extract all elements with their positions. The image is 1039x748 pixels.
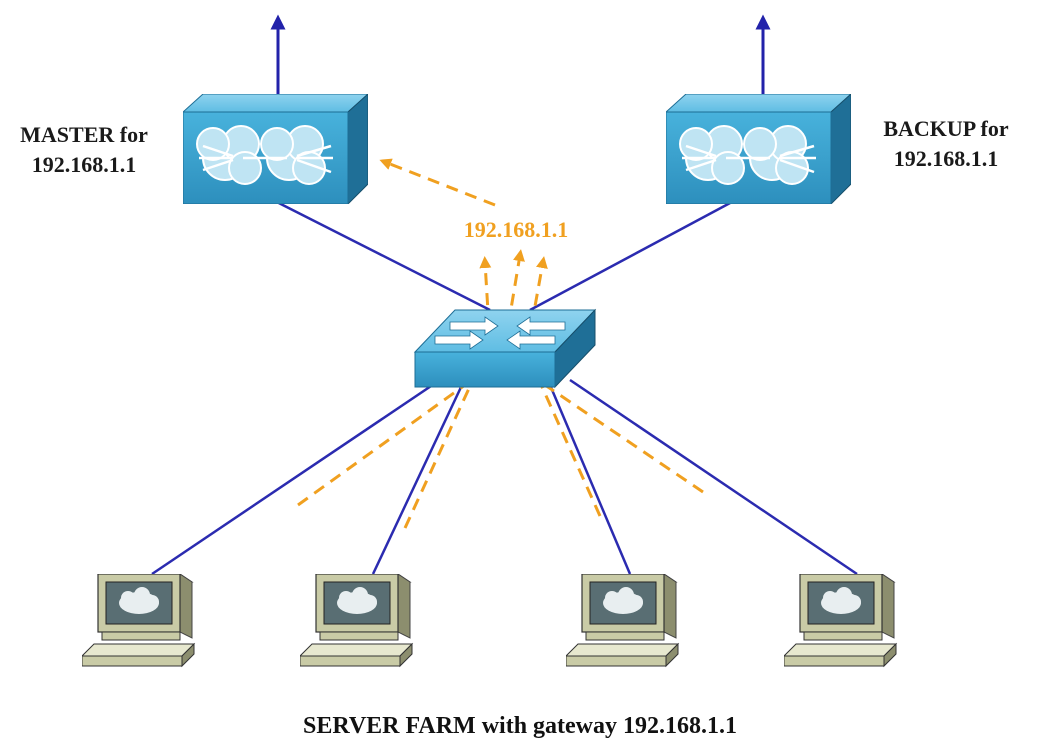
master-router-icon [183,94,368,204]
backup-switch-link [529,193,746,312]
server-workstation-icon [82,574,195,667]
backup-router-icon [666,94,851,204]
server4-switch-link [569,378,858,576]
server1-switch-link [151,378,441,576]
gateway-traffic-lines [297,158,704,529]
switch-icon [413,308,597,389]
server-workstation-icon [566,574,679,667]
master-label-line2: 192.168.1.1 [32,152,137,177]
server3-switch-link [548,384,632,575]
server-farm-caption: SERVER FARM with gateway 192.168.1.1 [303,713,737,739]
server-workstation-icon [300,574,413,667]
backup-label-line2: 192.168.1.1 [894,146,999,171]
master-switch-link [262,193,491,312]
virtual-ip-label: 192.168.1.1 [464,217,569,242]
backup-label-line1: BACKUP for [883,116,1009,141]
server-workstation-icon [784,574,897,667]
master-label-line1: MASTER for [20,122,148,147]
server2-switch-link [371,384,464,575]
